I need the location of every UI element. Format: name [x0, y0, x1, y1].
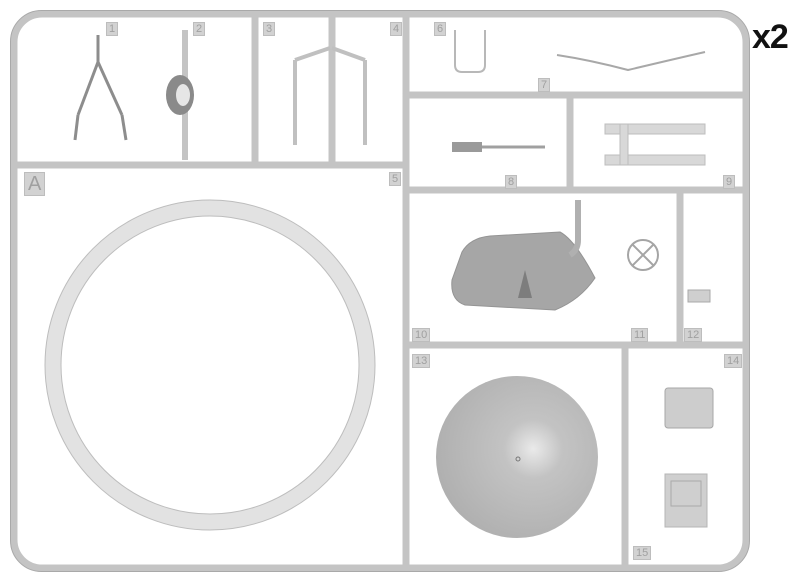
- part-8-shaft: [452, 142, 545, 152]
- part-number: 1: [106, 22, 119, 36]
- part-number: 7: [538, 78, 551, 92]
- part-11-wheel: [627, 239, 659, 271]
- sprue-letter: A: [24, 172, 46, 196]
- part-number: 6: [434, 22, 447, 36]
- part-number: 2: [193, 22, 206, 36]
- part-number: 5: [389, 172, 402, 186]
- part-1-bracket: [73, 35, 128, 141]
- part-6-handle: [454, 30, 486, 73]
- sprue-outer-frame: [10, 10, 750, 572]
- part-5-ring: [44, 199, 376, 531]
- part-number: 12: [684, 328, 703, 342]
- part-number: 10: [412, 328, 431, 342]
- part-7-rod: [556, 51, 706, 72]
- part-number: 9: [723, 175, 736, 189]
- quantity-label: x2: [752, 18, 789, 56]
- part-3-4-links: [293, 46, 367, 145]
- part-number: 11: [631, 328, 649, 342]
- part-12-clip: [687, 289, 711, 303]
- part-number: 8: [505, 175, 518, 189]
- part-number: 4: [390, 22, 403, 36]
- part-number: 13: [412, 354, 431, 368]
- part-number: 14: [724, 354, 743, 368]
- part-14-plate: [664, 387, 714, 429]
- part-number: 15: [633, 546, 652, 560]
- part-10-tank: [451, 231, 596, 311]
- part-15-panel: [664, 473, 708, 528]
- part-number: 3: [263, 22, 276, 36]
- part-9-frame: [604, 123, 706, 166]
- part-2-ring: [166, 30, 194, 160]
